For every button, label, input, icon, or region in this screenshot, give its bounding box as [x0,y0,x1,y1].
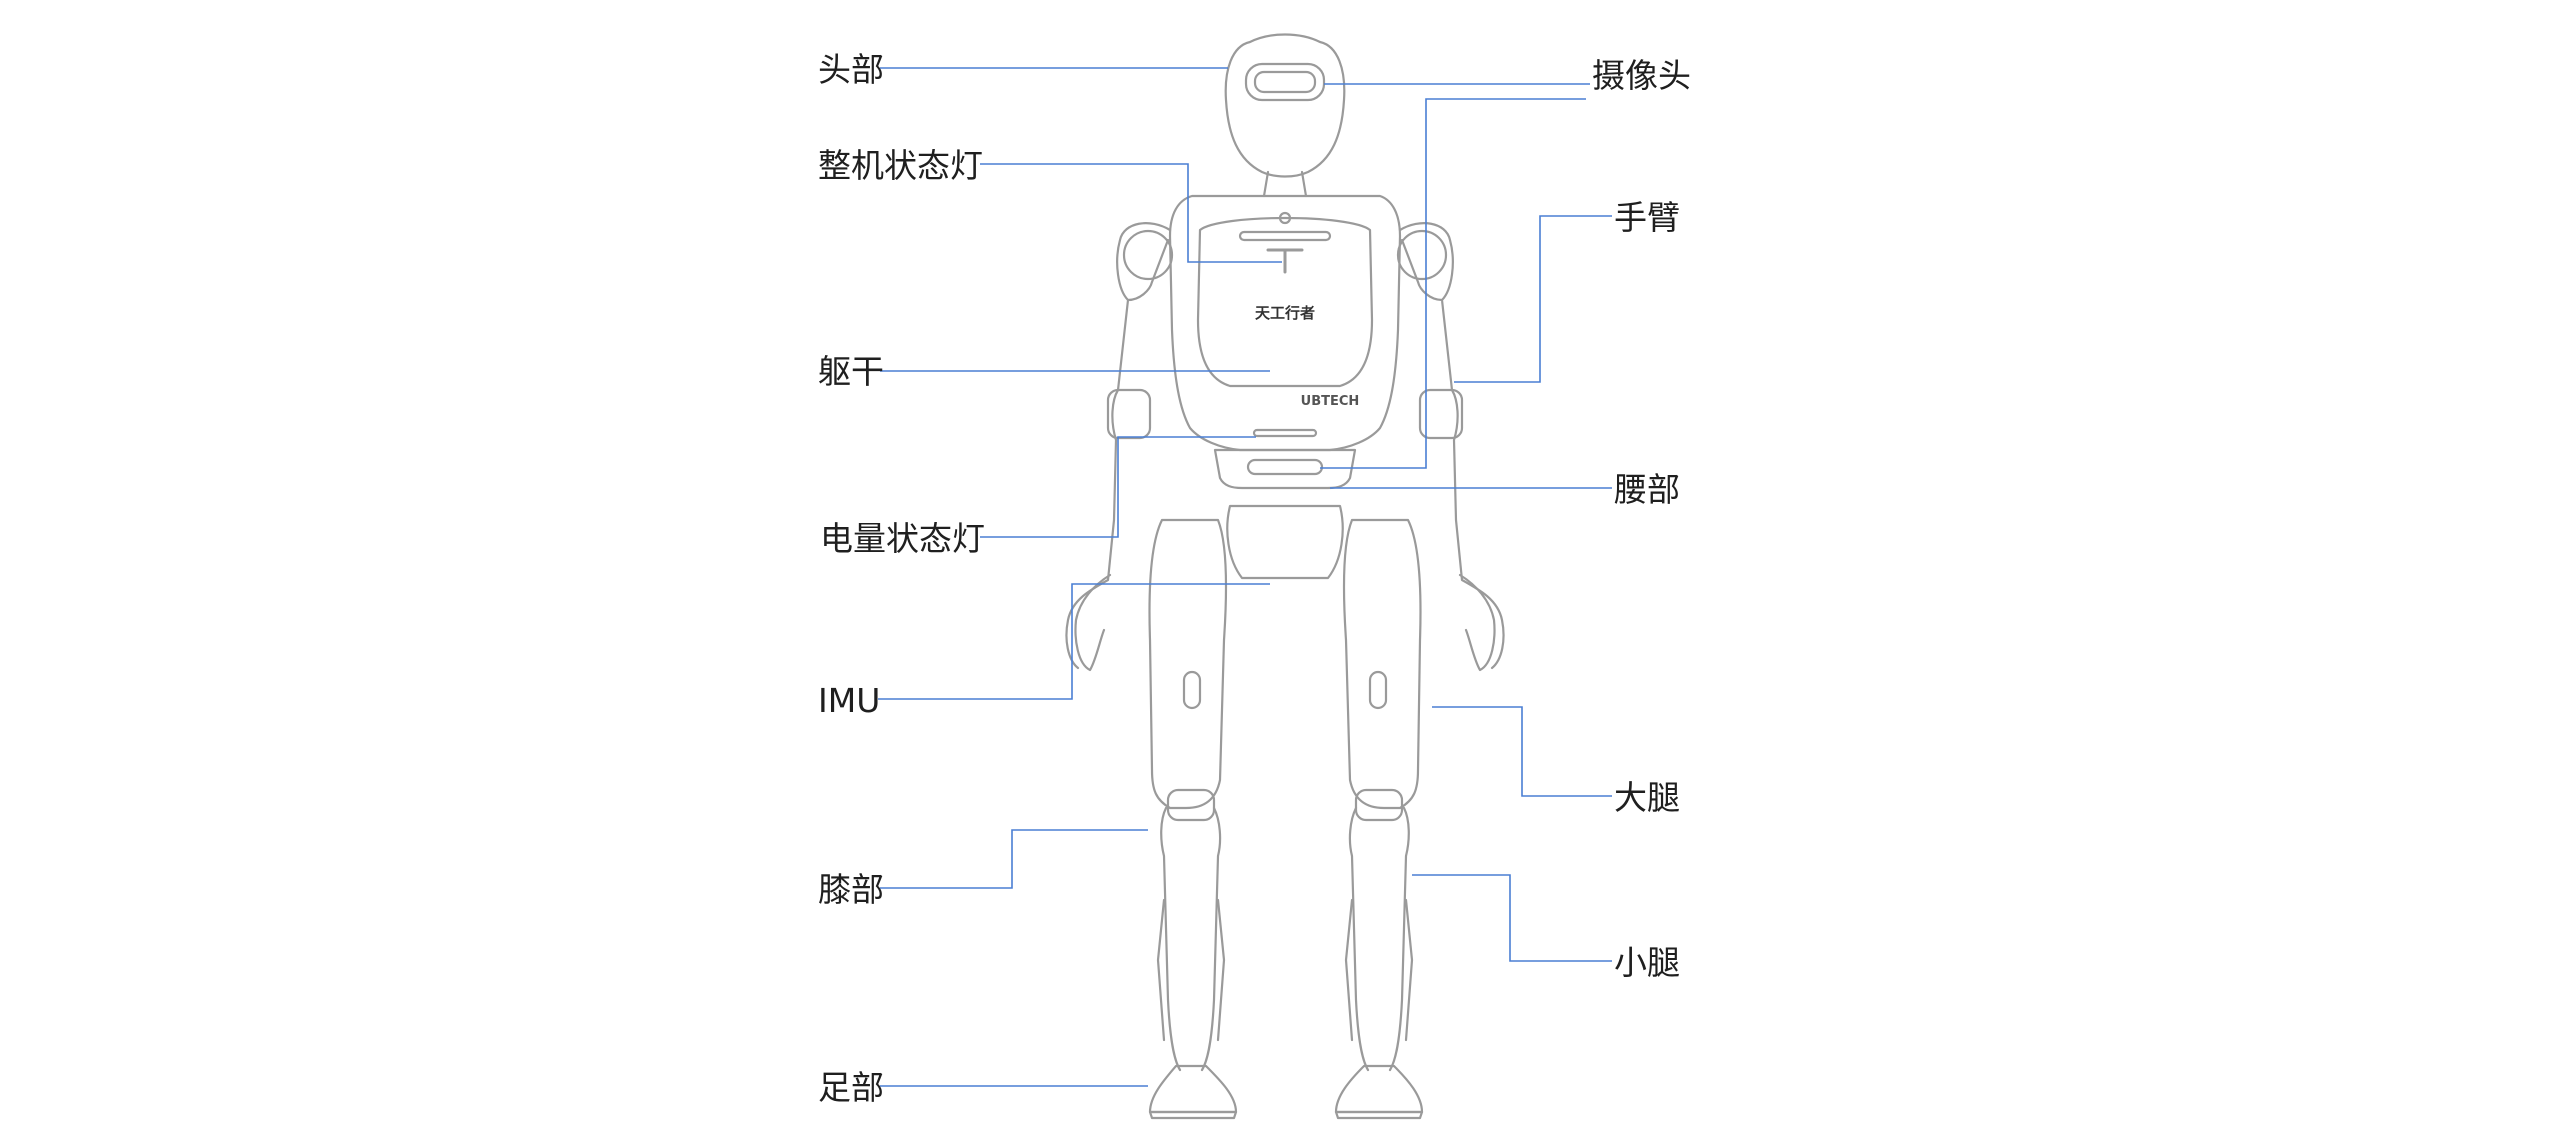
robot-torso [1168,194,1402,452]
label-head: 头部 [818,50,884,89]
robot-head [1224,33,1346,178]
robot-right-thigh [1342,518,1422,810]
label-arm: 手臂 [1614,198,1680,237]
robot-right-arm [1398,222,1505,670]
leader-lines [878,67,1612,1087]
leader-knee [880,829,1148,889]
label-status-light: 整机状态灯 [818,146,983,185]
leader-waist-from-camera [1320,98,1586,469]
robot-left-foot [1148,1064,1238,1114]
robot-right-shank [1348,806,1410,1072]
chest-brand-text: 天工行者 [1255,304,1315,322]
battery-light-strip [1252,428,1318,438]
label-imu: IMU [818,681,881,720]
maker-logo-text: UBTECH [1301,394,1360,409]
leader-battery-light [980,436,1256,538]
robot-pelvis [1226,504,1344,580]
label-torso: 躯干 [818,352,884,391]
camera-visor [1244,62,1326,102]
label-battery-light: 电量状态灯 [820,519,985,558]
leader-thigh [1432,706,1612,797]
leader-arm [1454,215,1612,383]
robot-left-shank [1160,806,1222,1072]
robot-outline [1065,33,1505,1120]
leader-status-light [980,163,1282,263]
label-shank: 小腿 [1614,943,1680,982]
leader-imu [878,583,1270,700]
robot-left-arm [1065,222,1172,670]
robot-right-foot [1334,1064,1424,1114]
label-thigh: 大腿 [1614,778,1680,817]
label-waist: 腰部 [1614,470,1680,509]
leader-shank [1412,874,1612,962]
label-knee: 膝部 [818,870,884,909]
status-light-strip [1238,230,1332,242]
robot-waist [1213,448,1357,490]
robot-left-thigh [1148,518,1228,810]
label-foot: 足部 [818,1068,884,1107]
label-camera: 摄像头 [1592,56,1691,95]
